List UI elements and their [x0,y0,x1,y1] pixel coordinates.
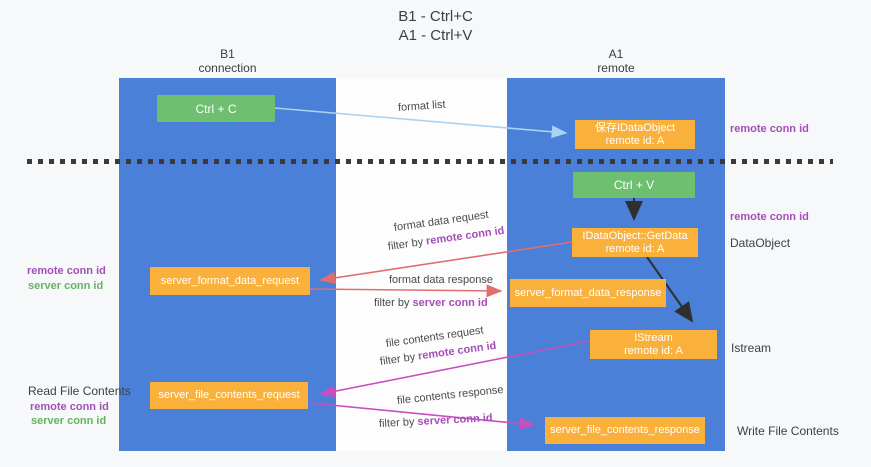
dataobject-label: DataObject [730,236,791,250]
istream-side-label: Istream [731,341,772,355]
save-idataobject-node: 保存IDataObject remote id: A [575,120,695,149]
server-file-contents-response-label: server_file_contents_response [550,424,700,436]
ctrl-c-node: Ctrl + C [157,95,275,122]
istream-node: IStream remote id: A [590,330,717,359]
format-data-response-label: format data response [389,274,493,286]
server-format-data-request-node: server_format_data_request [150,267,310,295]
lifeline-b1-subtitle: connection [198,61,257,75]
idataobject-getdata-line1: IDataObject::GetData [582,229,688,242]
remote-conn-id-label-top-right: remote conn id [730,123,809,135]
istream-line1: IStream [634,331,673,344]
ctrl-v-label: Ctrl + V [613,178,655,192]
ctrl-c-label: Ctrl + C [195,101,237,116]
format-data-response-filter-label: filter by server conn id [374,297,488,309]
save-idataobject-line1: 保存IDataObject [594,121,676,134]
filter-by-text: filter by [378,415,418,430]
save-idataobject-line2: remote id: A [605,134,665,147]
remote-conn-id-label-mid-left: remote conn id [27,265,106,277]
remote-conn-id-label-bottom-left: remote conn id [30,401,109,413]
server-conn-id-highlight: server conn id [412,297,488,309]
ctrl-v-node: Ctrl + V [573,172,695,198]
idataobject-getdata-line2: remote id: A [605,242,665,255]
server-file-contents-request-label: server_file_contents_request [158,389,300,401]
lifeline-header-b1: B1 connection [119,47,336,75]
read-file-contents-label: Read File Contents [28,384,131,398]
page-title: B1 - Ctrl+C A1 - Ctrl+V [0,7,871,45]
server-file-contents-response-node: server_file_contents_response [545,417,705,444]
lifeline-a1-title: A1 [608,47,624,61]
lifeline-a1-subtitle: remote [597,61,635,75]
server-format-data-response-node: server_format_data_response [510,279,666,307]
server-format-data-request-label: server_format_data_request [160,274,300,287]
lifeline-header-a1: A1 remote [507,47,725,75]
page-title-line1: B1 - Ctrl+C [398,8,473,25]
server-conn-id-label-bottom-left: server conn id [31,415,107,427]
session-divider-dashed-line [27,159,833,164]
server-conn-id-label-mid-left: server conn id [28,280,104,292]
idataobject-getdata-node: IDataObject::GetData remote id: A [572,228,698,257]
istream-line2: remote id: A [624,344,683,357]
write-file-contents-label: Write File Contents [737,424,839,438]
page-title-line2: A1 - Ctrl+V [398,27,473,44]
remote-conn-id-label-mid-right: remote conn id [730,211,809,223]
filter-by-text: filter by [374,297,413,309]
server-format-data-response-label: server_format_data_response [514,286,662,299]
lifeline-b1-title: B1 [220,47,235,61]
server-file-contents-request-node: server_file_contents_request [150,382,308,409]
